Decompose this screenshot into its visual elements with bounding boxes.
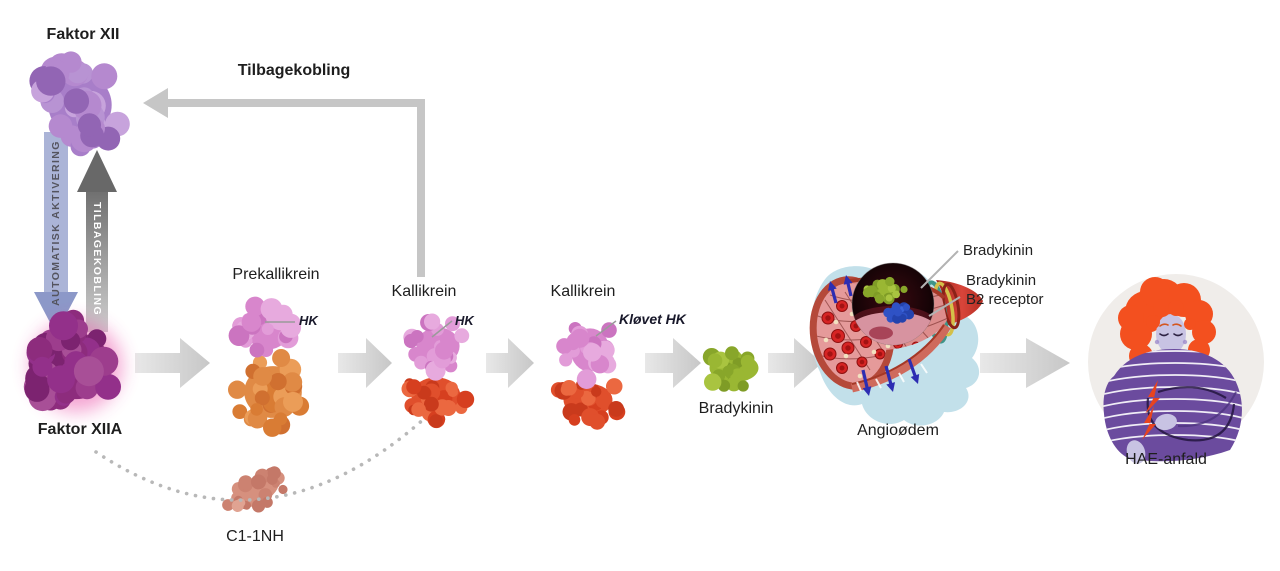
feedback-up-label: TILBAGEKOBLING bbox=[91, 201, 103, 317]
down-arrowhead-icon bbox=[34, 292, 78, 334]
bradykinin-molecule bbox=[702, 346, 759, 392]
hae-person-illustration bbox=[1088, 274, 1264, 464]
feedback-up-arrow bbox=[77, 150, 117, 332]
up-arrowhead-icon bbox=[77, 150, 117, 192]
hanging-hand bbox=[1126, 440, 1146, 464]
wall-gap-ticks bbox=[856, 363, 928, 392]
kallikrein-cleaved-molecule bbox=[550, 322, 626, 430]
hand-on-belly bbox=[1155, 413, 1177, 431]
kallikrein-1-label: Kallikrein bbox=[391, 283, 457, 300]
hk-tag-2: HK bbox=[455, 313, 474, 328]
kallikrein-2-label: Kallikrein bbox=[550, 283, 616, 300]
callout-leader-lines bbox=[920, 250, 961, 317]
auto-activation-label: AUTOMATISK AKTIVERING bbox=[50, 140, 62, 306]
pain-bolt-icon bbox=[1142, 380, 1160, 440]
bradykinin-callout-label: Bradykinin bbox=[963, 242, 1034, 259]
prekallikrein-molecule bbox=[228, 296, 310, 437]
leakage-arrows bbox=[828, 275, 920, 396]
factor-xii-label: Faktor XII bbox=[46, 26, 120, 43]
bradykinin-in-magnifier bbox=[862, 276, 908, 305]
c1-inhibitor-molecule bbox=[222, 466, 288, 513]
hk-leader-lines bbox=[265, 320, 617, 338]
auto-activation-arrow bbox=[34, 132, 78, 334]
b2-receptor-line1: Bradykinin bbox=[966, 272, 1037, 289]
hae-attack-label: HAE-anfald bbox=[1125, 451, 1207, 468]
hk-tag-1: HK bbox=[299, 313, 318, 328]
hair-fringe bbox=[1146, 299, 1196, 330]
factor-xii-molecule bbox=[29, 51, 130, 157]
c1-inhibitor-label: C1-1NH bbox=[226, 528, 284, 545]
feedback-top-label: Tilbagekobling bbox=[237, 62, 351, 79]
factor-xiia-molecule bbox=[23, 309, 121, 412]
feedback-loop-arrow bbox=[143, 88, 425, 277]
feedback-arrowhead-icon bbox=[143, 88, 168, 118]
bradykinin-label: Bradykinin bbox=[698, 400, 774, 417]
angioedema-label: Angioødem bbox=[857, 422, 939, 439]
b2-receptor-callout-label: Bradykinin B2 receptor bbox=[966, 271, 1044, 309]
prekallikrein-label: Prekallikrein bbox=[232, 266, 320, 283]
kallikrein-hk-molecule bbox=[401, 313, 475, 429]
angioedema-vessel-illustration bbox=[809, 250, 983, 426]
b2-receptor-molecule bbox=[883, 302, 915, 324]
flow-arrows bbox=[135, 338, 1070, 388]
cleaved-hk-tag: Kløvet HK bbox=[619, 311, 686, 327]
b2-receptor-line2: B2 receptor bbox=[966, 291, 1044, 308]
factor-xiia-label: Faktor XIIA bbox=[37, 421, 123, 438]
